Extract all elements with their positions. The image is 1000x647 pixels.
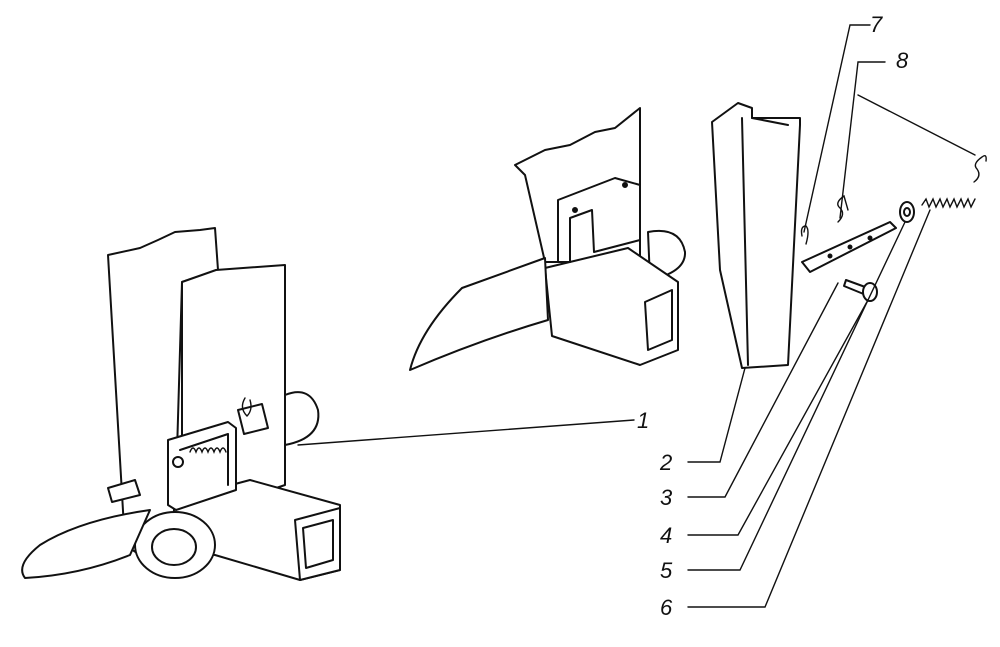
round-pipe-bore: [151, 528, 197, 566]
label-8: 8: [896, 48, 909, 73]
leader-5: [687, 221, 906, 571]
label-4: 4: [660, 523, 672, 548]
label-7: 7: [870, 12, 883, 37]
spring-end-bolt: [172, 456, 184, 468]
leader-7: [803, 24, 871, 233]
mid-u-bracket: [557, 177, 641, 263]
latch-plate: [237, 403, 269, 435]
side-tube: [284, 391, 320, 446]
blade: [21, 509, 151, 579]
mid-bracket-hole-left: [572, 207, 578, 213]
part-3-hole-3: [867, 235, 873, 241]
spring-bracket-inner: [179, 433, 229, 486]
part-3-hole-2: [847, 244, 853, 250]
part-6-spring: [921, 197, 976, 209]
part-8-hairpin-b: [973, 154, 987, 183]
leader-8: [839, 61, 886, 219]
mid-square-tube-opening: [644, 289, 673, 351]
mid-bracket-hole-right: [622, 182, 628, 188]
label-2: 2: [659, 450, 672, 475]
spring-bracket: [167, 421, 237, 511]
exploded-parts: [711, 102, 987, 369]
label-1: 1: [637, 408, 649, 433]
part-labels: 1 2 3 4 5 6 7 8: [637, 12, 909, 620]
square-tube-opening: [302, 519, 334, 569]
part-2-channel-edge: [741, 117, 789, 366]
leader-1: [297, 419, 635, 446]
mid-base-box: [544, 247, 679, 366]
part-5-washer-hole: [903, 207, 911, 217]
leader-4: [687, 299, 869, 536]
assembled-view: [21, 227, 341, 581]
leader-3: [687, 282, 839, 498]
leader-8-branch: [857, 94, 976, 156]
mid-blade: [409, 257, 549, 371]
leader-2: [687, 367, 746, 463]
leader-lines: [297, 24, 976, 608]
label-6: 6: [660, 595, 673, 620]
part-8-hairpin-a: [837, 194, 849, 223]
spring-coil: [189, 447, 227, 454]
label-5: 5: [660, 558, 673, 583]
part-3-hole-1: [827, 253, 833, 259]
latch-cotter-pin: [241, 397, 252, 417]
blade-bracket: [107, 479, 141, 503]
middle-view: [409, 107, 687, 371]
part-2-channel: [711, 102, 801, 369]
leader-6: [687, 209, 931, 608]
label-3: 3: [660, 485, 673, 510]
